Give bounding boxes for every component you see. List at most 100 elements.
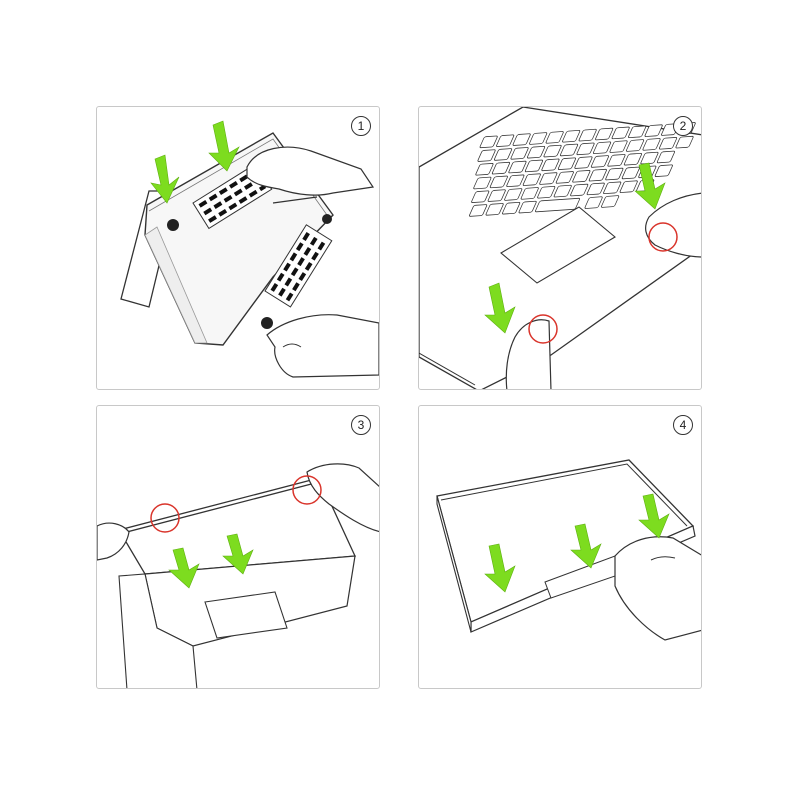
keyboard-key (487, 189, 506, 202)
keyboard-key (545, 131, 564, 144)
step-number-badge: 3 (351, 415, 371, 435)
keyboard-key (537, 186, 556, 199)
keyboard-key (586, 182, 605, 196)
keyboard-key (611, 126, 630, 140)
keyboard-key (625, 139, 645, 152)
keyboard-key (570, 183, 589, 197)
keyboard-key (644, 124, 663, 137)
keyboard-key (656, 150, 676, 164)
keyboard-key (619, 180, 638, 193)
keyboard-key (524, 159, 544, 173)
keyboard-key (522, 173, 541, 186)
green-arrow-icon (168, 547, 200, 589)
green-arrow-icon (570, 523, 602, 569)
step-number-badge: 4 (673, 415, 693, 435)
keyboard-key (506, 174, 525, 188)
highlight-circle-icon (648, 222, 678, 252)
green-arrow-icon (150, 154, 180, 204)
step-number-badge: 2 (673, 116, 693, 136)
keyboard-key (485, 203, 504, 216)
rubber-foot (322, 214, 332, 224)
green-arrow-icon (634, 162, 666, 210)
keyboard-key (473, 176, 492, 190)
keyboard-key (592, 141, 612, 154)
hand (246, 146, 375, 196)
keyboard-key (479, 135, 498, 149)
keyboard-key (502, 201, 521, 215)
keyboard-key (584, 196, 603, 209)
keyboard (469, 122, 696, 217)
keyboard-key (493, 148, 513, 161)
keyboard-key (562, 130, 581, 143)
keyboard-key (623, 152, 643, 166)
keyboard-key (588, 168, 607, 182)
hand (505, 319, 552, 389)
hand (645, 192, 701, 258)
keyboard-key (595, 127, 614, 141)
keyboard-key (496, 134, 515, 147)
green-arrow-icon (638, 493, 670, 539)
keyboard-key (654, 164, 673, 177)
keyboard-key (512, 133, 531, 146)
keyboard-key (605, 167, 624, 181)
keyboard-key (658, 137, 678, 150)
hand (614, 536, 701, 641)
hand (97, 522, 130, 561)
step-number-badge: 1 (351, 116, 371, 136)
trackpad (204, 591, 288, 639)
keyboard-key (543, 144, 562, 158)
keyboard-key (603, 181, 622, 195)
keyboard-key (621, 166, 640, 180)
keyboard-key (628, 125, 647, 139)
keyboard-key (553, 184, 572, 198)
step-1-illustration (120, 120, 379, 378)
keyboard-key (535, 197, 580, 213)
keyboard-key (508, 160, 527, 174)
keyboard-key (555, 171, 574, 184)
keyboard-key (572, 170, 591, 183)
green-arrow-icon (222, 533, 254, 575)
keyboard-key (520, 187, 539, 200)
keyboard-key (541, 158, 560, 172)
keyboard-key (489, 175, 508, 189)
rubber-foot (261, 317, 273, 329)
keyboard-key (559, 143, 579, 157)
step-4-illustration (436, 459, 701, 641)
keyboard-key (675, 135, 694, 149)
step-2-panel: 2 (418, 106, 702, 390)
keyboard-key (529, 132, 548, 145)
keyboard-key (518, 200, 537, 214)
keyboard-key (504, 188, 523, 201)
hand (266, 314, 379, 378)
keyboard-key (557, 157, 577, 170)
keyboard-key (578, 128, 597, 142)
keyboard-key (475, 163, 494, 176)
keyboard-key (576, 142, 595, 156)
keyboard-key (574, 156, 593, 169)
keyboard-key (609, 140, 628, 153)
keyboard-key (590, 155, 610, 168)
keyboard-key (491, 161, 511, 175)
highlight-circle-icon (528, 314, 558, 344)
step-1-panel: 1 (96, 106, 380, 390)
keyboard-key (601, 195, 620, 208)
keyboard-key (539, 172, 558, 185)
keyboard-key (471, 190, 490, 203)
green-arrow-icon (484, 543, 516, 593)
keyboard-key (642, 138, 661, 151)
keyboard-key (477, 149, 496, 162)
keyboard-key (526, 145, 546, 159)
highlight-circle-icon (292, 475, 322, 505)
green-arrow-icon (208, 120, 240, 172)
vent-grille (264, 224, 333, 308)
step-4-panel: 4 (418, 405, 702, 689)
keyboard-key (510, 147, 529, 160)
keyboard-key (469, 204, 488, 217)
highlight-circle-icon (150, 503, 180, 533)
trackpad (500, 206, 616, 284)
hand (306, 463, 379, 533)
rubber-foot (167, 219, 179, 231)
keyboard-key (607, 154, 626, 167)
step-2-illustration (419, 107, 701, 389)
green-arrow-icon (484, 282, 516, 334)
